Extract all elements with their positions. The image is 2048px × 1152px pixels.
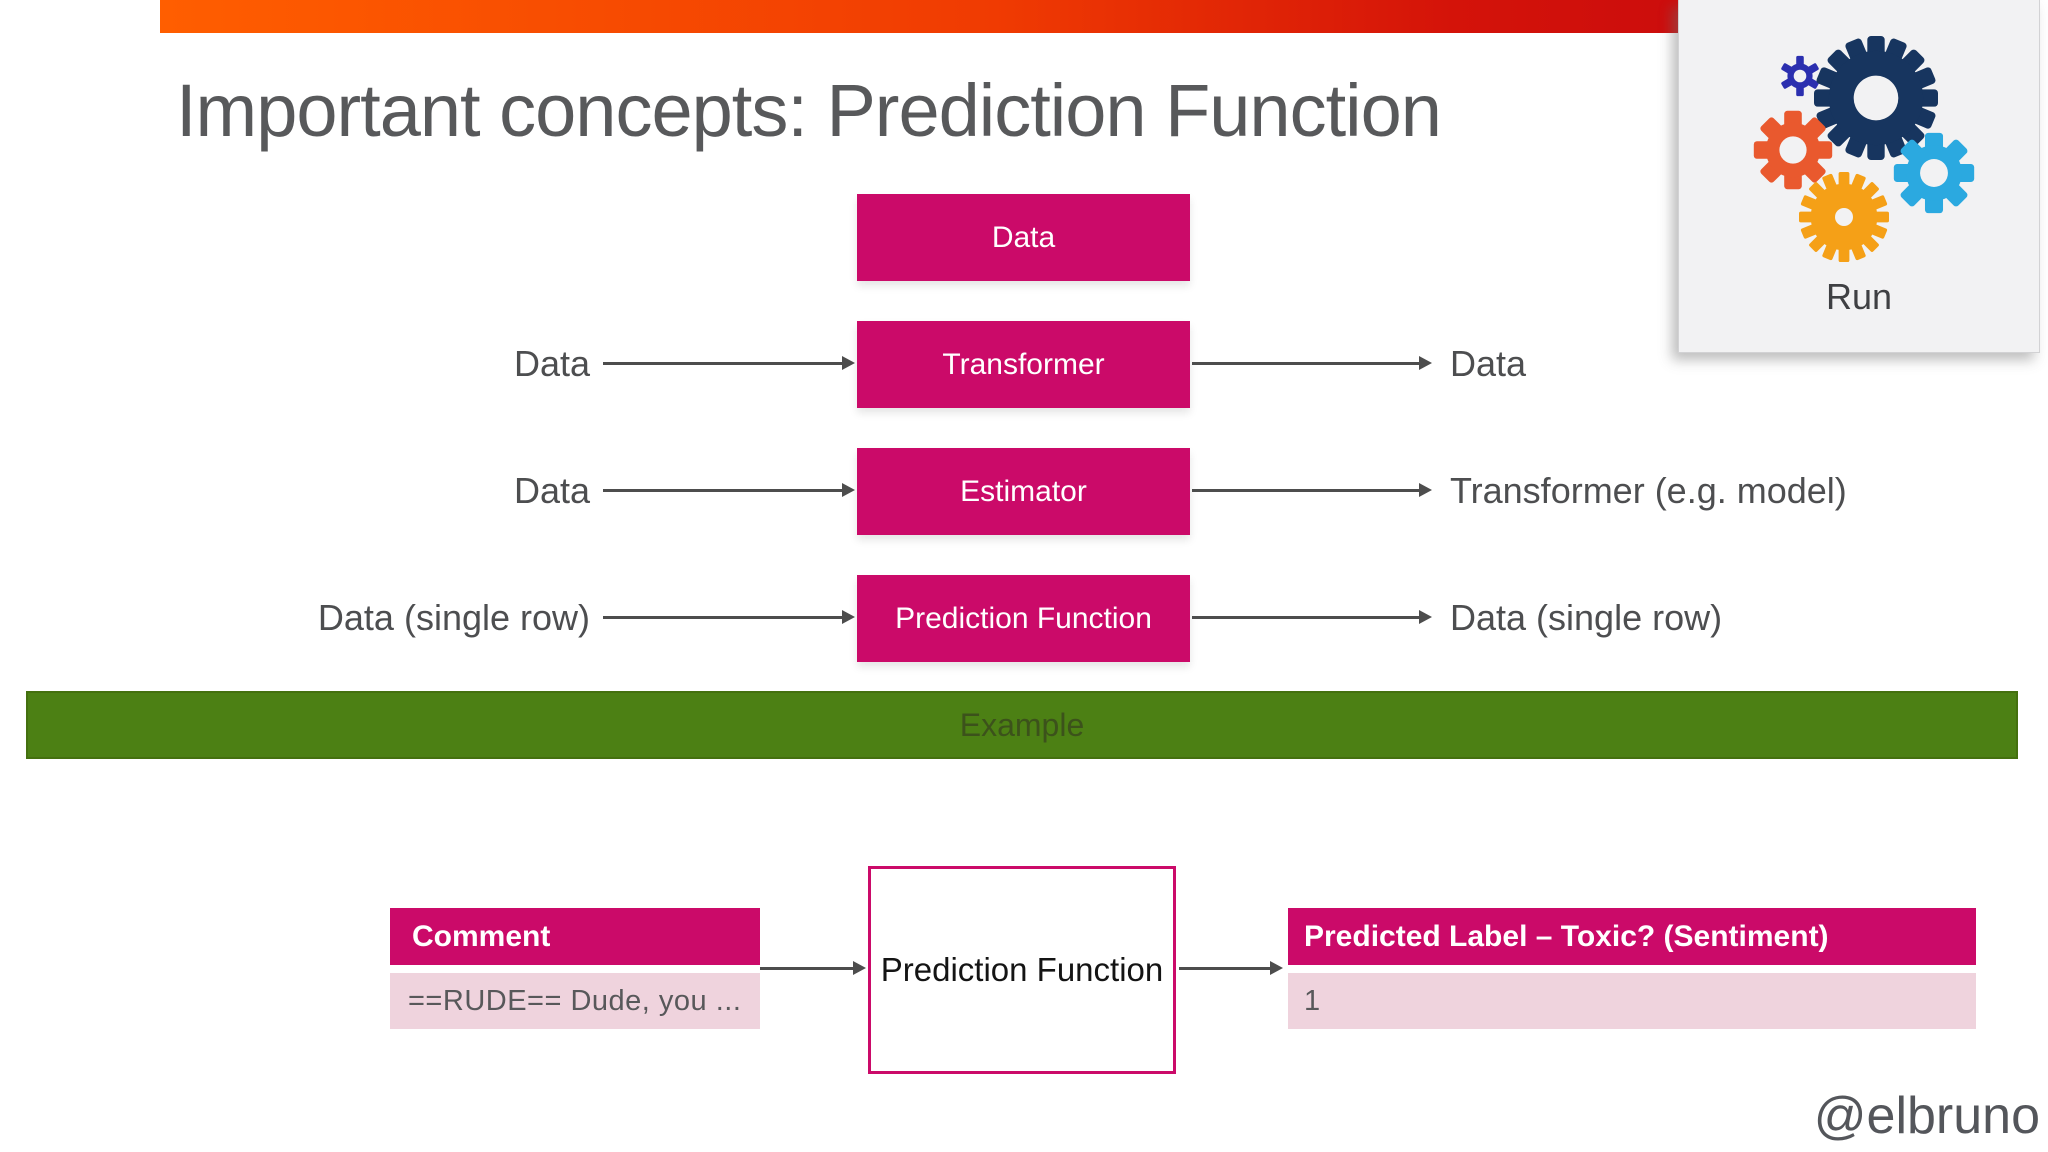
example-section-label: Example: [959, 707, 1085, 743]
run-card-label: Run: [1825, 276, 1893, 317]
arrow-out-of-transformer: [1192, 356, 1432, 370]
watermark: @elbruno: [1813, 1087, 2040, 1145]
right-label-prediction-row: Data (single row): [1450, 597, 1723, 638]
arrow-into-transformer: [603, 356, 855, 370]
arrow-out-of-estimator: [1192, 483, 1432, 497]
example-prediction-function-box: Prediction Function: [868, 866, 1176, 1074]
left-label-prediction-row: Data (single row): [317, 597, 590, 638]
example-section-bar: Example: [26, 691, 2018, 759]
concept-box-estimator: Estimator: [857, 448, 1190, 535]
arrow-into-estimator: [603, 483, 855, 497]
left-label-estimator-row: Data: [513, 470, 590, 511]
left-label-transformer-row: Data: [513, 343, 590, 384]
gears-icon: [1753, 36, 1975, 262]
predicted-label-table-value: 1: [1288, 973, 1976, 1029]
concept-box-prediction-function: Prediction Function: [857, 575, 1190, 662]
arrow-into-prediction-function: [603, 610, 855, 624]
concept-box-transformer: Transformer: [857, 321, 1190, 408]
top-accent-bar: [160, 0, 1680, 33]
comment-table-value: ==RUDE== Dude, you ...: [390, 973, 760, 1029]
page-title: Important concepts: Prediction Function: [176, 69, 1442, 152]
arrow-out-of-prediction-function: [1192, 610, 1432, 624]
arrow-comment-to-function: [760, 961, 866, 975]
concept-box-data: Data: [857, 194, 1190, 281]
comment-table-header: Comment: [390, 908, 760, 965]
right-label-transformer-row: Data: [1450, 343, 1527, 384]
predicted-label-table-header: Predicted Label – Toxic? (Sentiment): [1288, 908, 1976, 965]
run-card: Run: [1678, 0, 2040, 353]
right-label-estimator-row: Transformer (e.g. model): [1450, 470, 1847, 511]
arrow-function-to-output: [1179, 961, 1283, 975]
